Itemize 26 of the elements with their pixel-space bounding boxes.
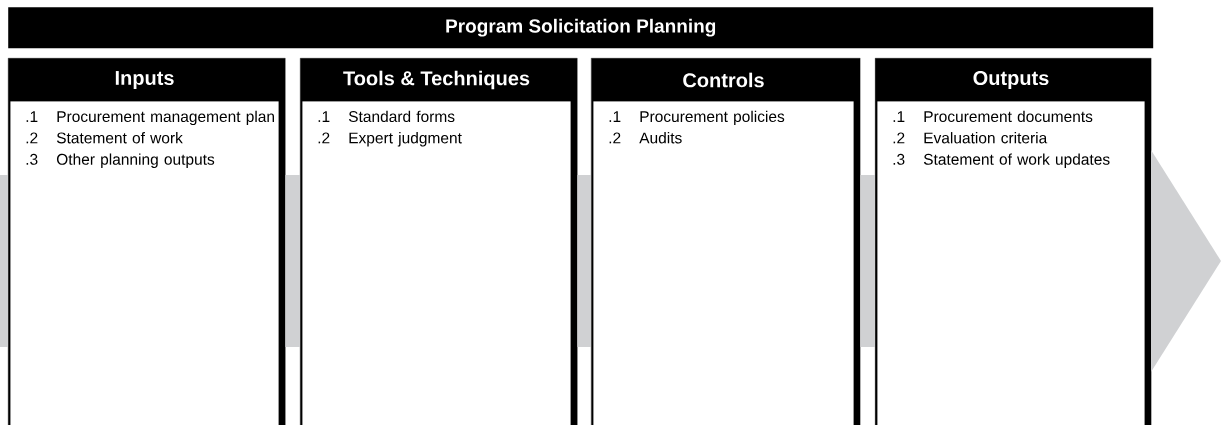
item-number: .1 — [318, 111, 330, 122]
item-number: .3 — [893, 153, 905, 165]
panel-heading: Controls — [683, 72, 764, 88]
item-number: .2 — [26, 132, 38, 144]
list-item: Statement of work — [56, 132, 183, 144]
item-number: .1 — [893, 111, 905, 122]
item-number: .2 — [893, 132, 905, 144]
title-bar: Program Solicitation Planning — [8, 7, 1154, 49]
panel-heading: Outputs — [973, 70, 1049, 90]
item-number: .3 — [26, 153, 38, 165]
flow-arrow — [1151, 150, 1221, 372]
panel-heading: Inputs — [115, 71, 174, 89]
list-item: Evaluation criteria — [924, 132, 1048, 144]
list-item: Statement of work updates — [923, 153, 1110, 168]
list-item: Audits — [639, 132, 682, 144]
item-number: .1 — [609, 111, 621, 122]
item-number: .2 — [318, 132, 330, 144]
list-item: Standard forms — [348, 110, 455, 123]
list-item: Expert judgment — [349, 132, 462, 147]
item-number: .2 — [609, 132, 621, 144]
list-item: Other planning outputs — [56, 153, 215, 168]
list-item: Procurement policies — [640, 110, 785, 126]
item-number: .1 — [26, 111, 38, 122]
panel-heading: Tools & Techniques — [343, 70, 530, 90]
list-item: Procurement documents — [924, 110, 1093, 123]
list-item: Procurement management plan — [57, 110, 274, 126]
